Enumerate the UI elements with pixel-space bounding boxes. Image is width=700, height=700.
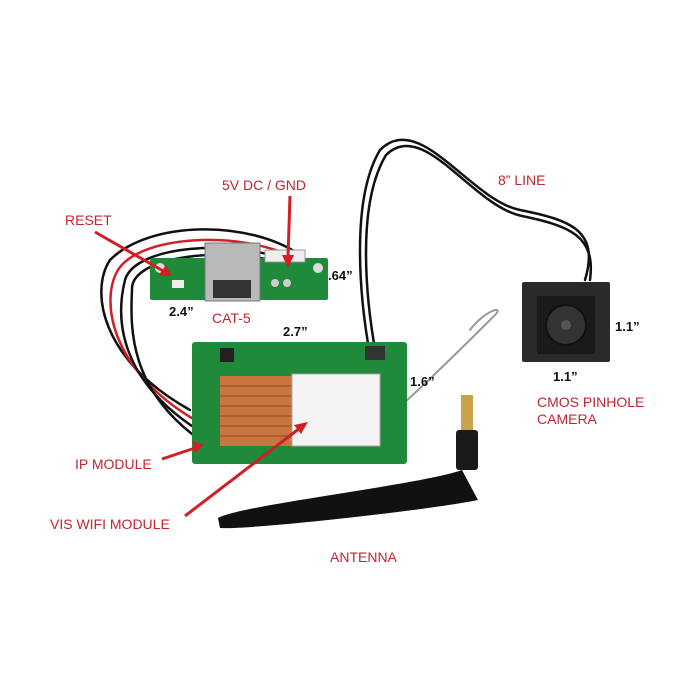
callout-arrows xyxy=(94,195,308,518)
main-board xyxy=(192,342,407,464)
antenna-label: ANTENNA xyxy=(330,549,397,565)
main-board-height-dimension: 1.6” xyxy=(410,374,435,389)
cat5-board xyxy=(150,242,328,302)
antenna xyxy=(218,395,478,529)
ip-module-label: IP MODULE xyxy=(75,456,152,472)
cat5-width-dimension: 2.4” xyxy=(169,304,194,319)
camera xyxy=(522,282,610,362)
reset-label: RESET xyxy=(65,212,112,228)
camera-height-dimension: 1.1” xyxy=(615,319,640,334)
power-label: 5V DC / GND xyxy=(222,177,307,193)
camera-label-line2: CAMERA xyxy=(537,411,597,427)
camera-width-dimension: 1.1” xyxy=(553,369,578,384)
cat5-label: CAT-5 xyxy=(212,310,251,326)
line-label: 8” LINE xyxy=(498,172,546,188)
cat5-height-dimension: .64” xyxy=(328,268,353,283)
main-board-width-dimension: 2.7” xyxy=(283,324,308,339)
wifi-module-label: VIS WIFI MODULE xyxy=(50,516,170,532)
camera-label-line1: CMOS PINHOLE xyxy=(537,394,645,410)
